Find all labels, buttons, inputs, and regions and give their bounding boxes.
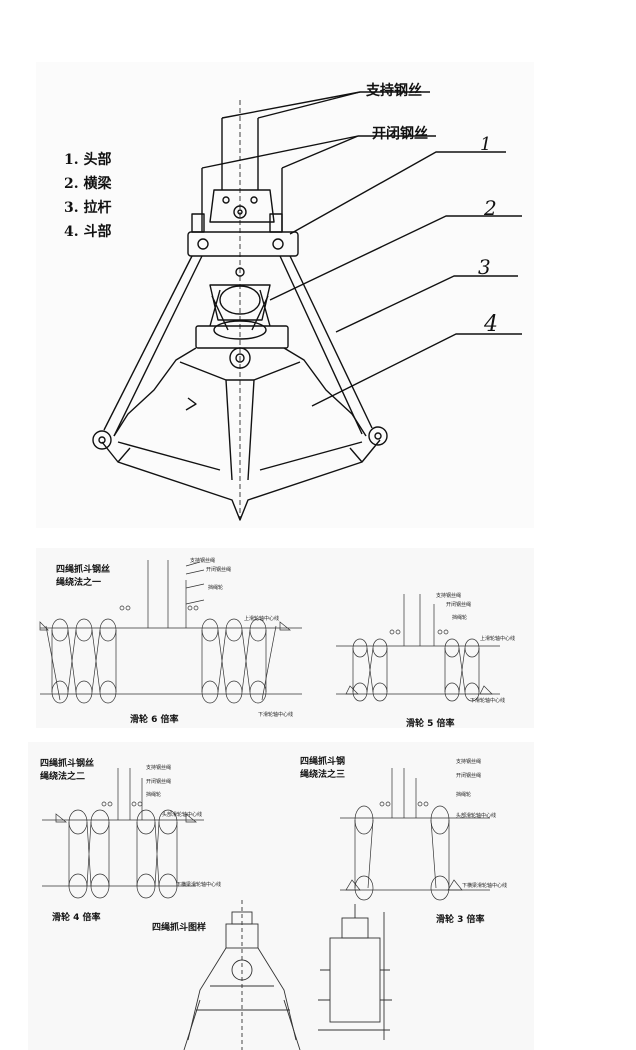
grab-bucket-sample-drawing [183,900,392,1050]
bottom-left-title-line2: 绳绕法之二 [40,772,86,782]
bottom-left-lower-axis: 下横梁滑轮轴中心线 [176,882,222,888]
head-crossbar [187,231,299,257]
mid-left-caption: 滑轮 6 倍率 [130,715,179,725]
bottom-right-open-label: 开闭钢丝绳 [456,773,482,779]
callout-4: 4 [484,312,498,337]
right-sheave-set-5x [345,638,493,702]
lower-crossbeam [195,325,289,349]
mid-left-upper-axis: 上滑轮轴中心线 [244,616,280,622]
bottom-right-guide-label: 挡绳轮 [456,792,472,798]
mid-right-upper-axis: 上滑轮轴中心线 [480,636,516,642]
bottom-right-support-label: 支持钢丝绳 [456,759,482,765]
bottom-left-caption: 滑轮 4 倍率 [52,913,101,923]
bucket-right-edge [283,347,367,437]
mid-left-guide-label: 挡绳轮 [208,585,224,591]
bottom-left-support-label: 支持钢丝绳 [146,765,172,771]
bottom-right-title: 四绳抓斗钢 绳绕法之三 [300,756,345,782]
mid-left-support-label: 支持钢丝绳 [190,558,216,564]
bottom-left-title: 四绳抓斗钢丝 绳绕法之二 [40,758,94,784]
support-rope-label: 支持钢丝 [366,83,422,99]
bucket-bottom [101,439,381,521]
legend-item-head: 1. 头部 [64,152,112,168]
legend-item-crossbeam: 2. 横梁 [64,176,112,192]
mid-right-lower-axis: 下滑轮轴中心线 [470,698,506,704]
pivot-right [368,426,388,446]
callout-leader-2 [269,215,522,301]
bucket-left-edge [113,347,197,437]
callout-3: 3 [478,255,491,279]
arm-right-outer [289,255,373,429]
legend-item-bucket: 4. 斗部 [64,224,112,240]
bottom-left-title-line1: 四绳抓斗钢丝 [40,759,95,769]
mid-left-open-label: 开闭钢丝绳 [206,567,232,573]
bottom-left-upper-axis: 头部滑轮轴中心线 [162,812,203,818]
callout-1: 1 [480,134,492,155]
bottom-right-title-line1: 四绳抓斗钢 [300,757,346,767]
head-plate [209,189,275,223]
callout-leader-1 [289,151,506,235]
mid-right-support-label: 支持钢丝绳 [436,593,462,599]
bottom-left-guide-label: 挡绳轮 [146,792,162,798]
mid-title-line2: 绳绕法之一 [56,578,102,588]
legend-item-tie-rod: 3. 拉杆 [64,200,112,216]
mid-right-guide-label: 挡绳轮 [452,615,468,621]
mid-right-open-label: 开闭钢丝绳 [446,602,472,608]
callout-leader-4 [311,333,522,407]
bottom-left-open-label: 开闭钢丝绳 [146,779,172,785]
bottom-right-lower-axis: 下横梁滑轮轴中心线 [462,883,508,889]
mid-title: 四绳抓斗钢丝 绳绕法之一 [56,564,110,590]
grab-bucket-main-drawing [36,62,534,528]
left-sheave-set-4x [55,809,197,899]
left-sheave-set-6x [39,618,291,704]
open-close-rope-label: 开闭钢丝 [372,126,428,142]
bottom-right-title-line2: 绳绕法之三 [300,770,346,780]
arm-left-outer [103,255,193,431]
pivot-left [92,430,112,450]
drawing-title: 四绳抓斗图样 [152,923,207,933]
bottom-right-caption: 滑轮 3 倍率 [436,915,485,925]
callout-leader-3 [335,275,518,333]
callout-2: 2 [484,196,497,220]
right-sheave-set-3x [345,805,463,901]
parts-legend: 1. 头部 2. 横梁 3. 拉杆 4. 斗部 [64,148,112,244]
mid-left-lower-axis: 下滑轮轴中心线 [258,712,294,718]
mid-title-line1: 四绳抓斗钢丝 [56,565,111,575]
mid-right-caption: 滑轮 5 倍率 [406,719,455,729]
bottom-right-upper-axis: 头部滑轮轴中心线 [456,813,497,819]
